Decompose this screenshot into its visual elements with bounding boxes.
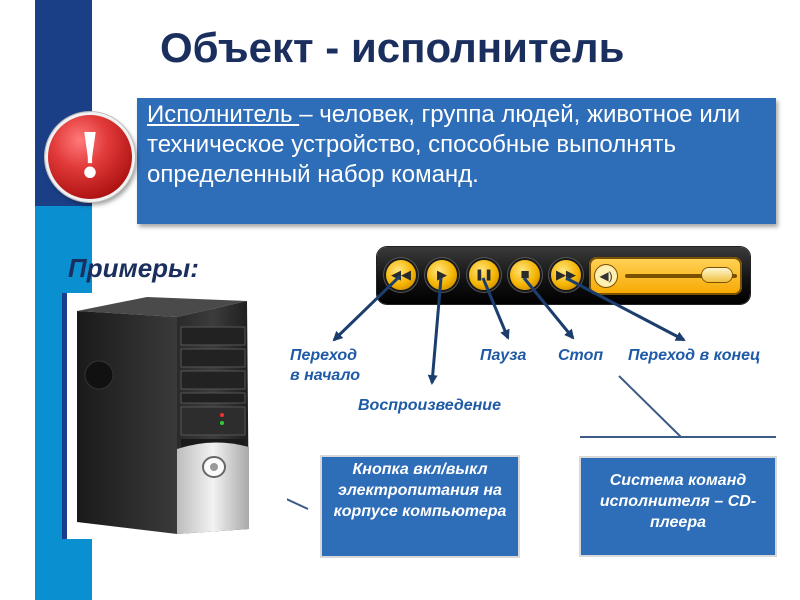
- definition-box: Исполнитель – человек, группа людей, жив…: [137, 98, 776, 224]
- cd-player-controls: ◀◀ ▶ ❚❚ ■ ▶▶ ◀): [377, 247, 750, 304]
- play-icon[interactable]: ▶: [427, 260, 457, 290]
- caption-rewind-line2: в начало: [290, 367, 360, 384]
- arrow-rewind: [332, 274, 402, 342]
- arrow-forward: [565, 276, 686, 342]
- stop-icon[interactable]: ■: [510, 260, 540, 290]
- slide-title: Объект - исполнитель: [160, 24, 625, 71]
- speaker-icon[interactable]: ◀): [595, 265, 617, 287]
- pause-icon[interactable]: ❚❚: [469, 260, 499, 290]
- volume-slider-knob[interactable]: [701, 268, 732, 282]
- volume-slider-track[interactable]: [625, 274, 737, 278]
- arrow-pause: [481, 277, 510, 340]
- caption-play: Воспроизведение: [358, 397, 501, 414]
- power-button-box: Кнопка вкл/выкл электропитания на корпус…: [322, 457, 518, 556]
- arrow-play: [427, 277, 443, 385]
- exclamation-icon: !: [45, 112, 135, 202]
- caption-pause: Пауза: [480, 347, 527, 364]
- command-system-box: Система команд исполнителя – CD-плеера: [581, 458, 775, 555]
- definition-term: Исполнитель: [147, 101, 300, 128]
- caption-rewind-line1: Переход: [290, 347, 358, 364]
- caption-forward: Переход в конец: [628, 347, 761, 364]
- examples-label: Примеры:: [68, 253, 199, 283]
- definition-body: – человек, группа людей, животное или те…: [147, 101, 741, 188]
- definition-text: Исполнитель – человек, группа людей, жив…: [147, 100, 767, 190]
- computer-case-image: [77, 297, 249, 534]
- caption-stop: Стоп: [558, 347, 604, 364]
- arrow-stop: [522, 277, 575, 340]
- fast-forward-icon[interactable]: ▶▶: [551, 260, 581, 290]
- volume-panel: ◀): [589, 257, 742, 295]
- line-command-system: [618, 375, 682, 438]
